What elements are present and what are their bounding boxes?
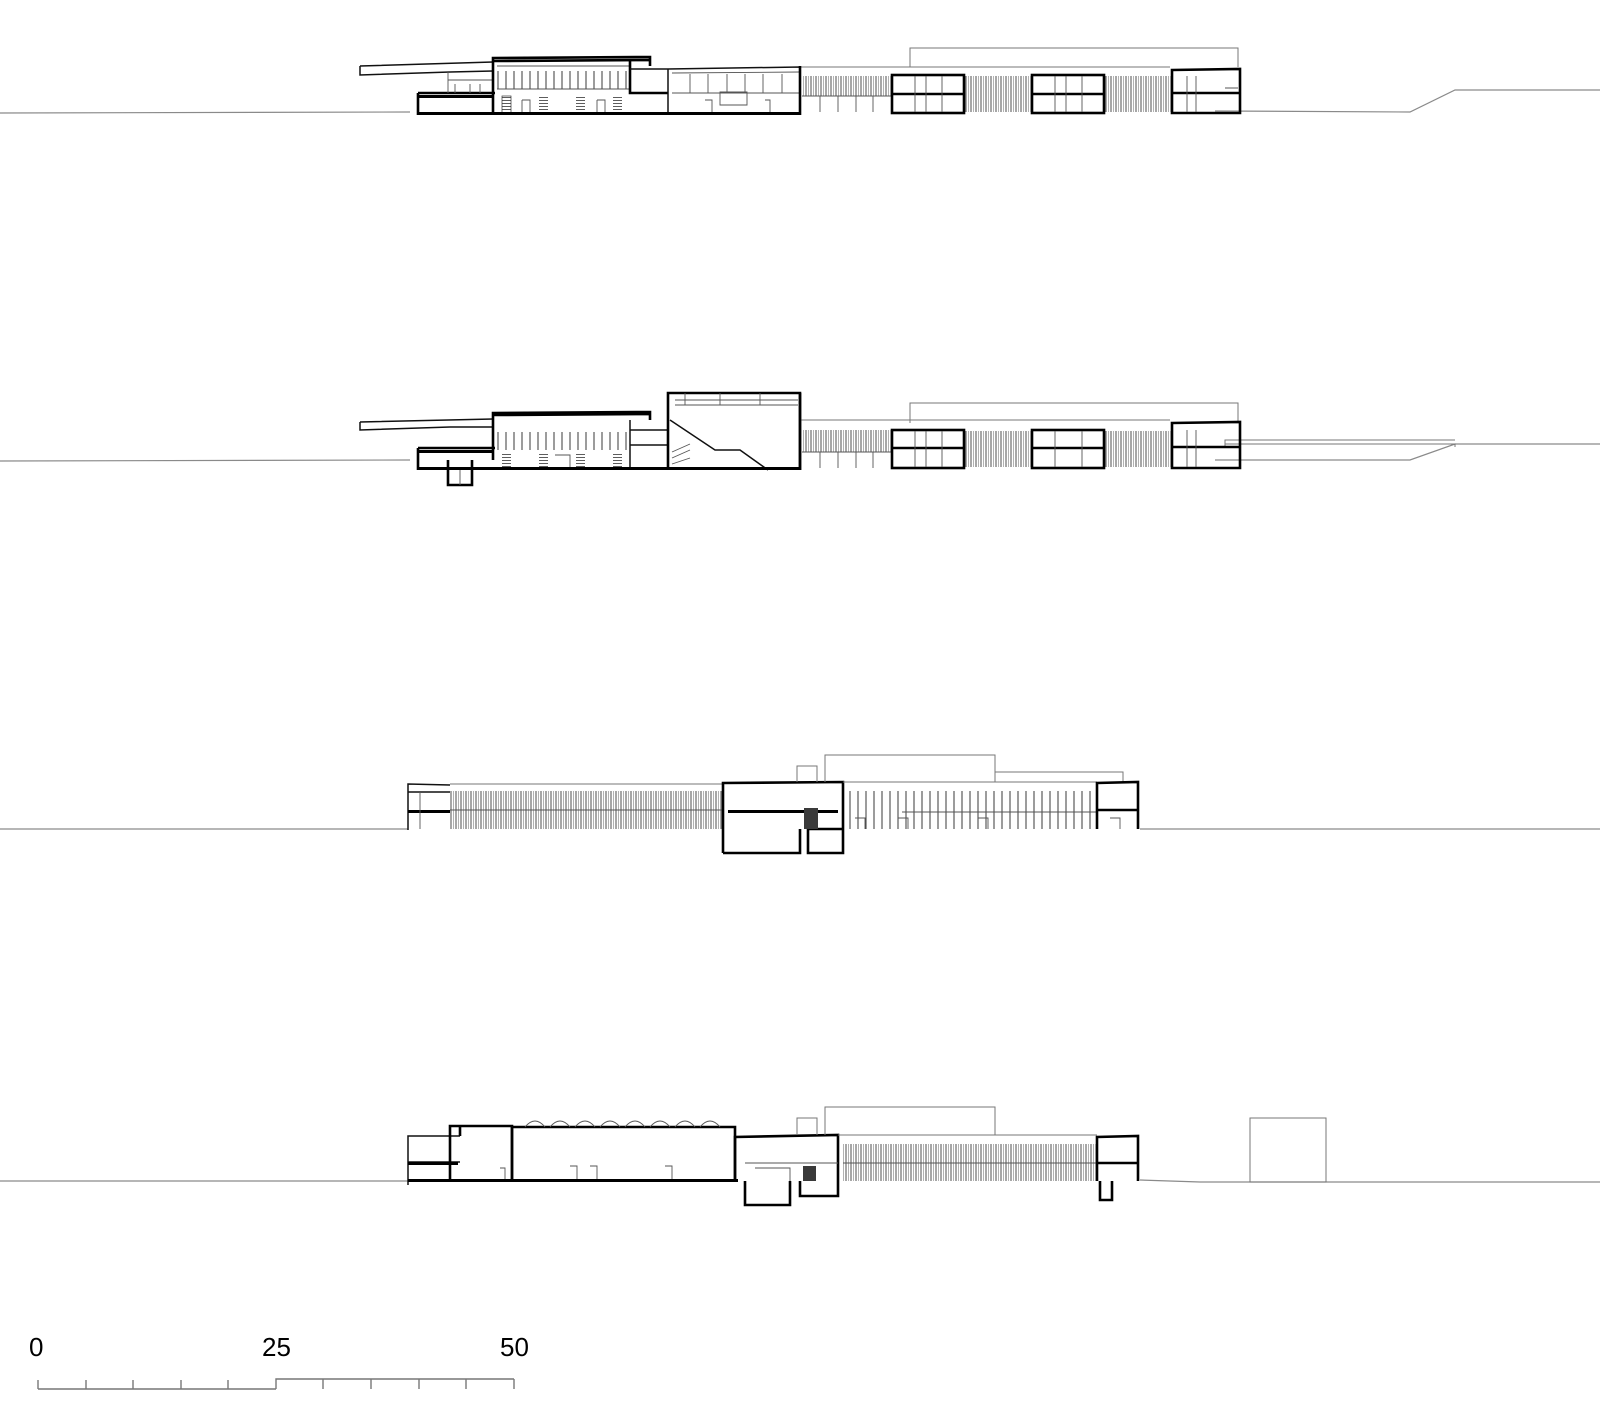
canopy — [359, 61, 494, 76]
ground-line — [0, 1179, 1600, 1183]
ground-line — [0, 443, 1600, 462]
section-1 — [0, 47, 1600, 115]
section-4 — [0, 1106, 1600, 1207]
facade-louvers — [497, 71, 627, 89]
scale-bar-lower — [37, 1380, 276, 1390]
canopy — [359, 418, 494, 431]
section-3 — [0, 754, 1600, 855]
scale-label-50: 50 — [500, 1332, 529, 1362]
adjacent-building — [1249, 1117, 1327, 1183]
gym-hall — [510, 1125, 737, 1181]
scale-label-0: 0 — [29, 1332, 44, 1362]
floor-slab — [418, 112, 800, 115]
scale-label-25: 25 — [262, 1332, 291, 1362]
ground-line — [0, 89, 1600, 114]
scale-bar — [37, 1378, 515, 1390]
section-2 — [0, 391, 1600, 487]
scale-bar-upper — [275, 1378, 515, 1389]
